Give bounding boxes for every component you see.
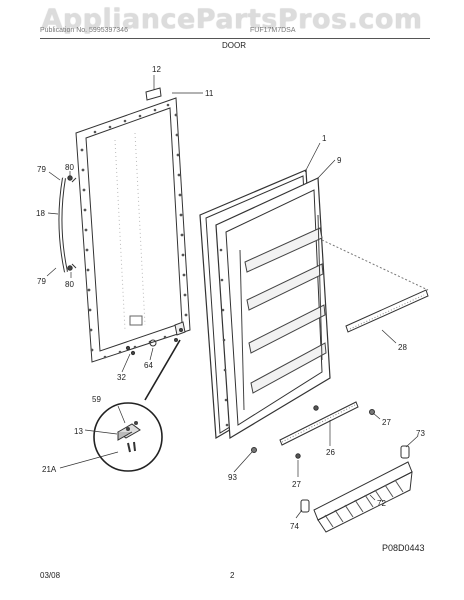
header-rule (40, 38, 430, 39)
callout-32: 32 (117, 373, 126, 382)
leader-lines (46, 92, 419, 519)
callout-74: 74 (290, 522, 299, 531)
callout-27-right: 27 (382, 418, 391, 427)
callout-80-top: 80 (65, 163, 74, 172)
footer-date: 03/08 (40, 571, 61, 580)
callout-13: 13 (74, 427, 83, 436)
callout-27-bottom: 27 (292, 480, 301, 489)
callout-79-bottom: 79 (37, 277, 46, 286)
callout-18: 18 (36, 209, 45, 218)
callout-93: 93 (228, 473, 237, 482)
door-handle (58, 175, 77, 273)
watermark: AppliancePartsPros.com (41, 4, 423, 35)
shelf-bar (321, 239, 429, 333)
basket-clips (300, 445, 410, 513)
callout-1: 1 (322, 134, 327, 143)
footer-page-number: 2 (230, 571, 235, 580)
model-number: FUF17M7DSA (250, 27, 296, 34)
section-title: DOOR (222, 41, 246, 50)
callout-12: 12 (152, 65, 161, 74)
door-basket (313, 461, 413, 533)
lower-shelf-bar (279, 401, 359, 446)
callout-72: 72 (377, 499, 386, 508)
callout-28: 28 (398, 343, 407, 352)
callout-64: 64 (144, 361, 153, 370)
outer-door-panel (75, 97, 191, 363)
callout-80-bottom: 80 (65, 280, 74, 289)
callout-21a: 21A (42, 465, 57, 474)
callout-9: 9 (337, 156, 342, 165)
publication-number: Publication No. 5995397346 (40, 27, 128, 34)
hinge-detail-view (93, 339, 181, 472)
label-plate (145, 75, 162, 101)
callout-79-top: 79 (37, 165, 46, 174)
hinge-hardware-small (125, 321, 186, 356)
screws (251, 405, 375, 459)
callout-26: 26 (326, 448, 335, 457)
diagram-id: P08D0443 (382, 543, 425, 553)
inner-door-liner (215, 177, 331, 440)
callout-11: 11 (205, 89, 214, 98)
callout-59: 59 (92, 395, 101, 404)
callout-73: 73 (416, 429, 425, 438)
